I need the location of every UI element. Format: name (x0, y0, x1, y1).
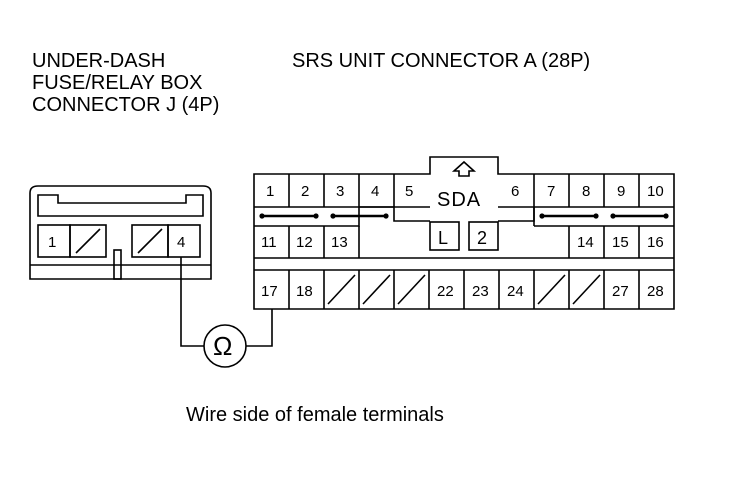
fuse-pin-label: 4 (177, 234, 185, 251)
srs-pin-label: 13 (331, 234, 348, 251)
srs-pin-label: 16 (647, 234, 664, 251)
srs-pin-label: 4 (371, 183, 379, 200)
ohmmeter-wiring: Ω (180, 257, 273, 368)
srs-pin-label: 23 (472, 283, 489, 300)
srs-pin-label: 15 (612, 234, 629, 251)
srs-pin-label: 24 (507, 283, 524, 300)
lock-box-label: 2 (477, 228, 487, 248)
srs-pin-label: 11 (261, 234, 277, 251)
caption: Wire side of female terminals (186, 404, 444, 426)
srs-pin-label: 3 (336, 183, 344, 200)
fuse-connector-j: 1 4 (29, 185, 212, 280)
probe-lead (180, 257, 204, 347)
up-arrow-icon (451, 160, 477, 177)
srs-connector-a: SDA L 2 (253, 156, 675, 310)
ohmmeter-icon (203, 324, 247, 368)
srs-pin-label: 27 (612, 283, 629, 300)
srs-pin-label: 12 (296, 234, 313, 251)
srs-pin-label: 1 (266, 183, 274, 200)
srs-connector-title: SRS UNIT CONNECTOR A (28P) (292, 50, 591, 72)
srs-pin-label: 14 (577, 234, 594, 251)
fuse-pin-label: 1 (48, 234, 56, 251)
ohm-symbol: Ω (213, 331, 232, 361)
srs-pin-label: 28 (647, 283, 664, 300)
srs-pin-label: 18 (296, 283, 313, 300)
srs-pin-label: 5 (405, 183, 413, 200)
srs-pin-label: 9 (617, 183, 625, 200)
probe-lead (246, 309, 273, 347)
srs-tab-label: SDA (437, 189, 481, 211)
srs-pin-label: 17 (261, 283, 278, 300)
srs-pin-label: 10 (647, 183, 664, 200)
srs-pin-label: 8 (582, 183, 590, 200)
srs-pin-label: 6 (511, 183, 519, 200)
lock-box-label: L (438, 228, 448, 248)
srs-pin-label: 7 (547, 183, 555, 200)
srs-pin-label: 2 (301, 183, 309, 200)
srs-pin-label: 22 (437, 283, 454, 300)
